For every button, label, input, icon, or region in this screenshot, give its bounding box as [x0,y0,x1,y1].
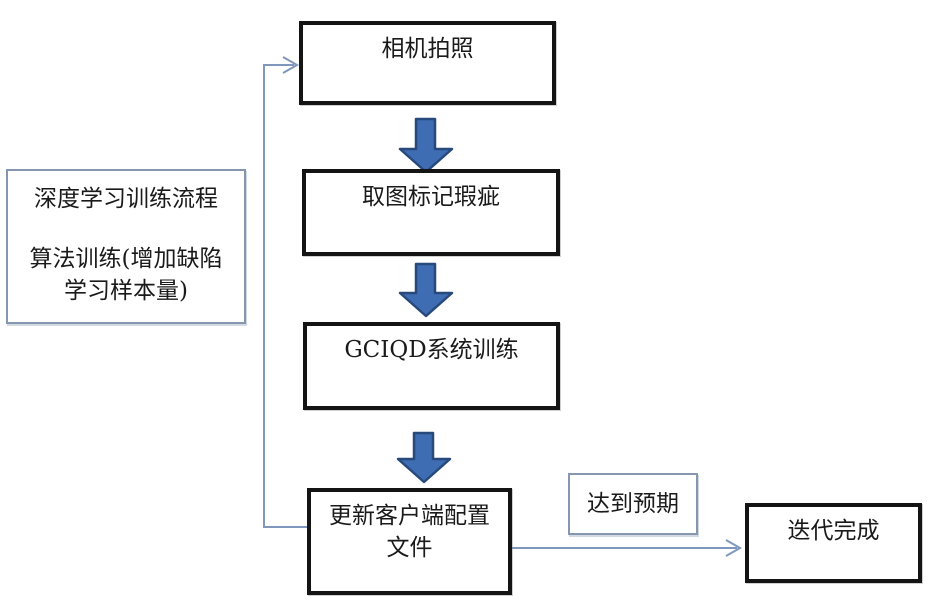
process-note-line3: 学习样本量) [64,278,188,304]
flow-node-gciqd-training-label: GCIQD系统训练 [344,337,519,363]
arrowhead-to-camera-icon [282,56,300,74]
flow-node-update-config-line2: 文件 [386,535,433,561]
loopback-connector-line [263,64,307,528]
process-note-line2: 算法训练(增加缺陷 [29,246,223,272]
flow-node-done: 迭代完成 [745,503,922,583]
done-connector [512,539,743,557]
loopback-connector [263,56,307,528]
flow-node-mark-defects-label: 取图标记瑕疵 [362,184,500,210]
flow-node-update-config: 更新客户端配置 文件 [307,488,512,595]
arrowhead-to-done-icon [725,539,743,557]
condition-expected-label: 达到预期 [587,491,679,517]
flow-node-done-label: 迭代完成 [787,518,880,544]
condition-expected-box: 达到预期 [568,473,698,535]
down-block-arrow-icon-1 [398,117,454,174]
flow-node-gciqd-training: GCIQD系统训练 [303,322,560,410]
flow-node-update-config-line1: 更新客户端配置 [329,503,490,529]
process-note-box: 深度学习训练流程 算法训练(增加缺陷 学习样本量) [6,169,246,324]
process-note-line1: 深度学习训练流程 [34,186,218,212]
flow-node-camera: 相机拍照 [299,21,556,105]
flow-node-mark-defects: 取图标记瑕疵 [302,169,560,256]
flow-node-camera-label: 相机拍照 [381,36,474,62]
down-block-arrow-icon-3 [396,431,452,484]
down-block-arrow-icon-2 [398,262,454,318]
